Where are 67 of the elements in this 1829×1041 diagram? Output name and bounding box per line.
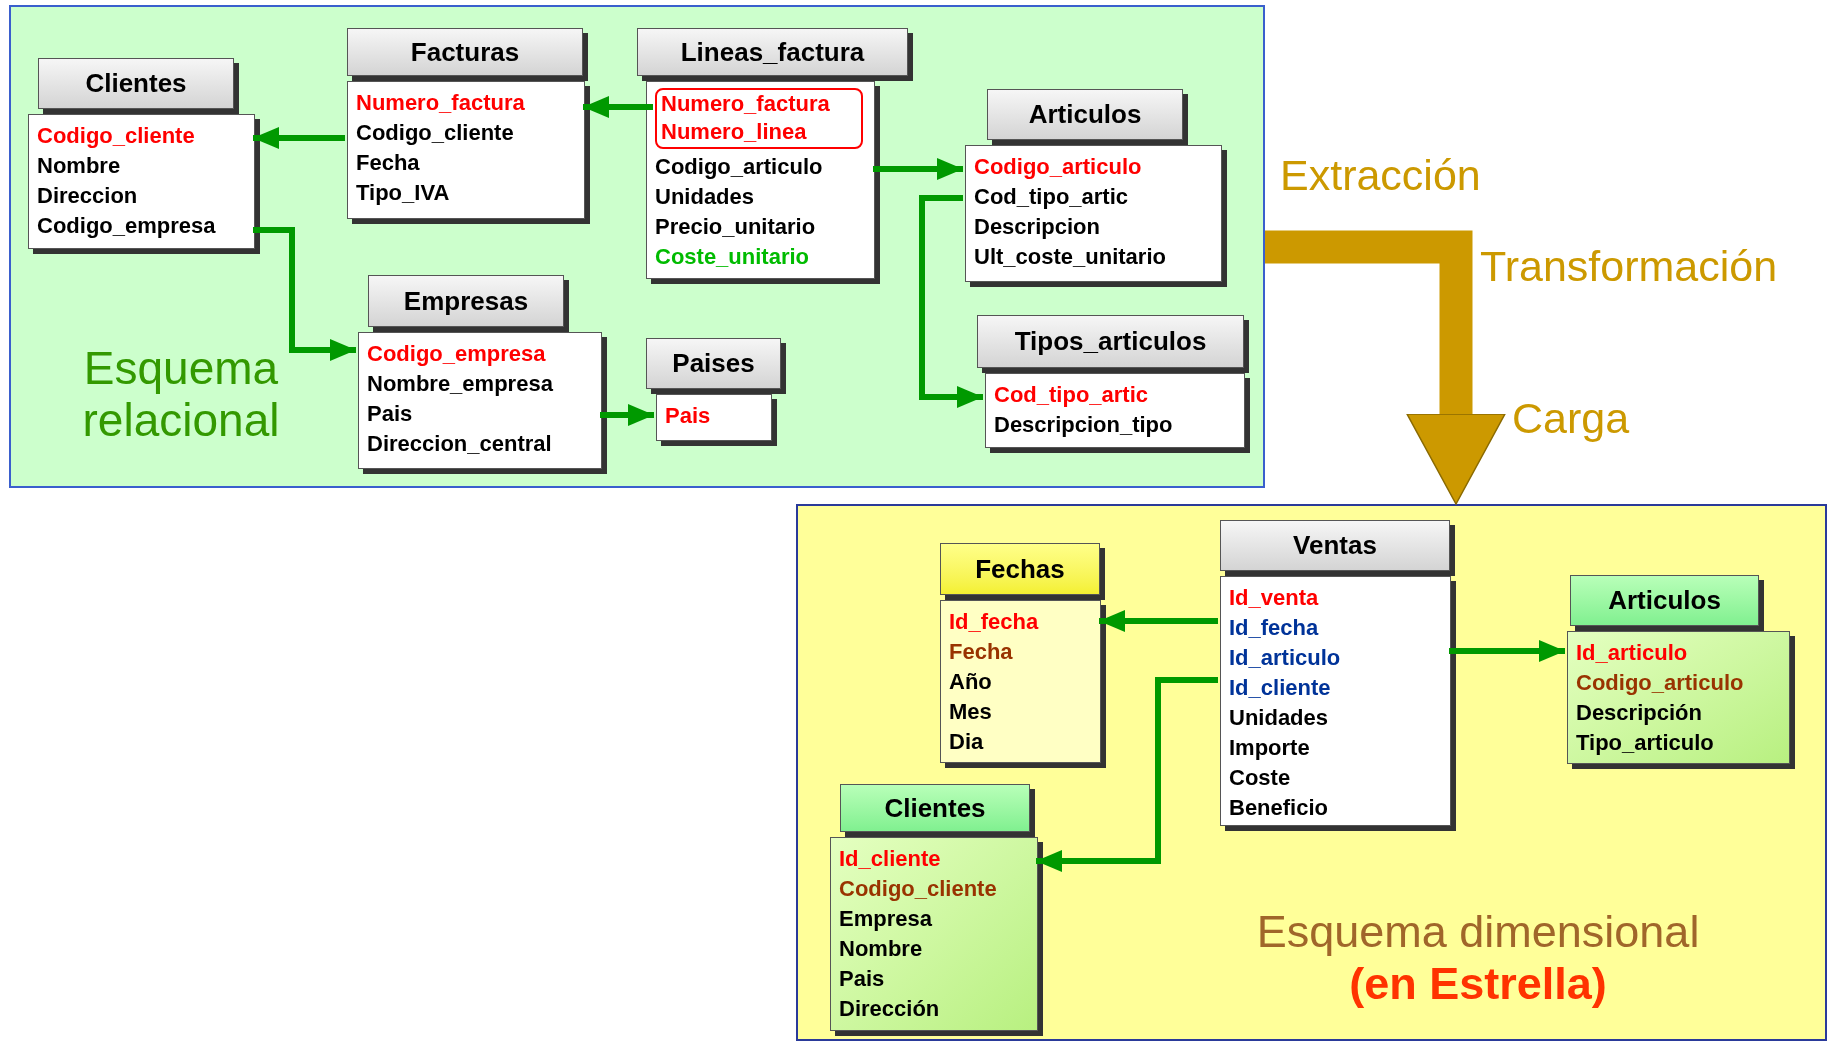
field-name: Id_articulo — [1229, 644, 1341, 672]
primary-key-box — [655, 88, 863, 149]
field-name: Descripcion — [974, 213, 1100, 241]
field-name: Dia — [949, 728, 984, 756]
relation-arrow — [253, 227, 356, 361]
process-step-label: Transformación — [1480, 241, 1778, 291]
field-name: Descripcion_tipo — [994, 411, 1173, 439]
field-name: Id_cliente — [839, 845, 941, 873]
field-name: Codigo_cliente — [839, 875, 997, 903]
field-name: Coste — [1229, 764, 1291, 792]
relation-arrow — [919, 195, 983, 408]
relation-arrow — [1036, 677, 1218, 872]
panel-title: Esquema dimensional — [1255, 906, 1701, 958]
field-name: Id_fecha — [949, 608, 1039, 636]
field-name: Codigo_articulo — [655, 153, 823, 181]
relation-arrow — [583, 96, 653, 118]
field-name: Nombre_empresa — [367, 370, 553, 398]
field-name: Codigo_cliente — [37, 122, 195, 150]
process-step-label: Extracción — [1280, 150, 1481, 200]
schema-panel — [796, 504, 1827, 1041]
field-name: Id_articulo — [1576, 639, 1688, 667]
field-name: Pais — [839, 965, 885, 993]
field-name: Numero_linea — [661, 118, 807, 146]
field-name: Unidades — [655, 183, 755, 211]
relation-arrow — [253, 127, 345, 149]
field-name: Codigo_articulo — [974, 153, 1142, 181]
field-name: Tipo_IVA — [356, 179, 450, 207]
field-name: Cod_tipo_artic — [994, 381, 1149, 409]
relation-arrow — [1099, 610, 1218, 632]
field-name: Fecha — [949, 638, 1013, 666]
field-name: Id_venta — [1229, 584, 1319, 612]
field-name: Fecha — [356, 149, 420, 177]
field-name: Importe — [1229, 734, 1310, 762]
field-name: Empresa — [839, 905, 932, 933]
field-name: Precio_unitario — [655, 213, 816, 241]
field-name: Tipo_articulo — [1576, 729, 1714, 757]
field-name: Unidades — [1229, 704, 1329, 732]
field-name: Direccion_central — [367, 430, 552, 458]
field-name: Direccion — [37, 182, 138, 210]
field-name: Ult_coste_unitario — [974, 243, 1166, 271]
field-name: Nombre — [839, 935, 923, 963]
etl-arrow — [1265, 230, 1506, 505]
relation-arrow — [873, 158, 963, 180]
panel-title: (en Estrella) — [1348, 958, 1608, 1010]
panel-title: Esquema relacional — [81, 342, 281, 446]
field-name: Codigo_cliente — [356, 119, 514, 147]
field-name: Numero_factura — [661, 90, 830, 118]
field-name: Codigo_empresa — [37, 212, 216, 240]
field-name: Id_fecha — [1229, 614, 1319, 642]
field-name: Beneficio — [1229, 794, 1329, 822]
field-name: Mes — [949, 698, 992, 726]
field-name: Descripción — [1576, 699, 1702, 727]
field-name: Id_cliente — [1229, 674, 1331, 702]
relation-arrow — [1449, 640, 1565, 662]
field-name: Año — [949, 668, 992, 696]
field-name: Coste_unitario — [655, 243, 810, 271]
field-name: Nombre — [37, 152, 121, 180]
field-name: Pais — [665, 402, 711, 430]
process-step-label: Carga — [1512, 393, 1630, 443]
field-name: Numero_factura — [356, 89, 525, 117]
field-name: Cod_tipo_artic — [974, 183, 1129, 211]
relation-arrow — [600, 404, 654, 426]
field-name: Codigo_articulo — [1576, 669, 1744, 697]
field-name: Dirección — [839, 995, 940, 1023]
field-name: Codigo_empresa — [367, 340, 546, 368]
schema-panel — [9, 5, 1265, 488]
field-name: Pais — [367, 400, 413, 428]
